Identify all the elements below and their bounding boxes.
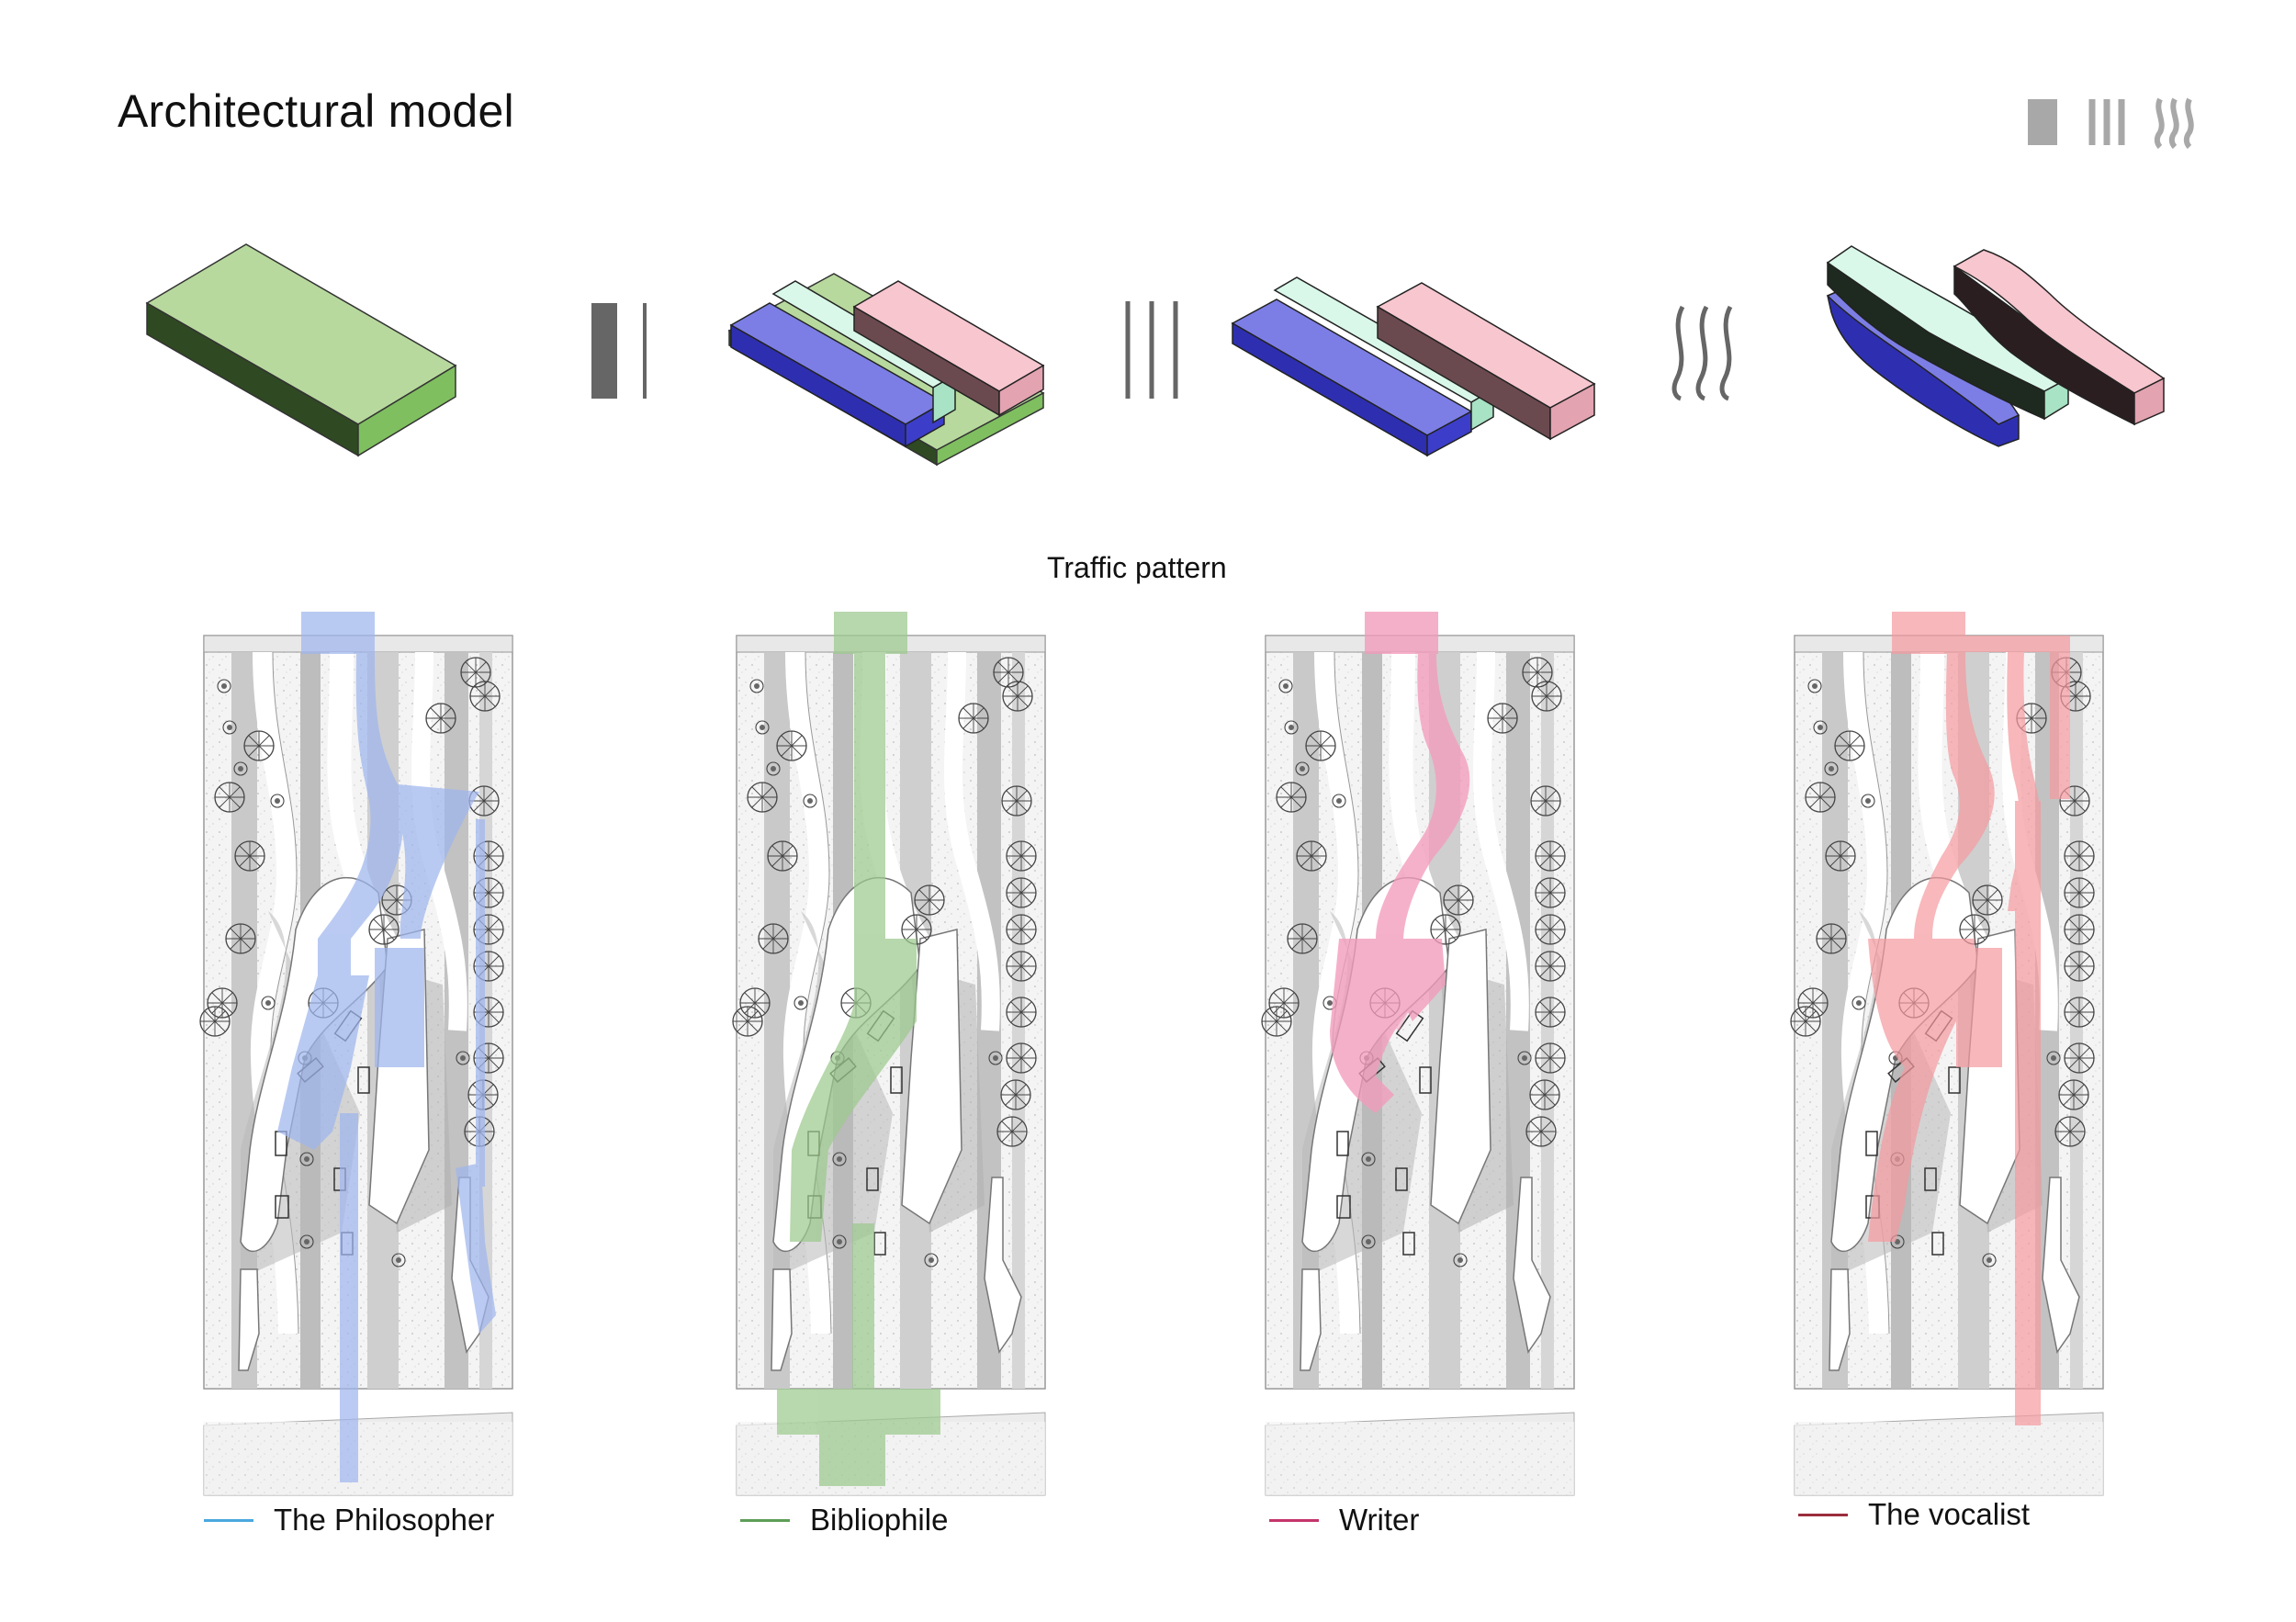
model-curved-bars	[1826, 245, 2166, 447]
route-vocalist	[1868, 612, 2070, 1425]
route-writer	[1330, 612, 1470, 1113]
section-label-traffic-pattern: Traffic pattern	[1047, 551, 1227, 584]
legend-swatch-writer	[1269, 1518, 1319, 1522]
site-plan-philosopher	[200, 612, 512, 1495]
model-separated-bars	[1231, 276, 1596, 457]
site-plan-writer	[1262, 612, 1574, 1495]
page-title: Architectural model	[118, 85, 514, 137]
model-split-masses	[727, 273, 1045, 467]
legend-vocalist: The vocalist	[1798, 1497, 2030, 1532]
site-plan-vocalist	[1791, 612, 2103, 1495]
three-lines-icon	[2088, 99, 2125, 145]
legend-label-writer: Writer	[1339, 1503, 1420, 1537]
legend-writer: Writer	[1269, 1503, 1419, 1538]
legend-swatch-philosopher	[204, 1518, 253, 1522]
legend-swatch-bibliophile	[740, 1518, 790, 1522]
three-lines-operator-icon	[1125, 301, 1178, 399]
legend-label-philosopher: The Philosopher	[274, 1503, 495, 1537]
model-single-mass	[145, 243, 457, 457]
site-plan-bibliophile	[733, 612, 1045, 1495]
legend-philosopher: The Philosopher	[204, 1503, 494, 1538]
legend-label-vocalist: The vocalist	[1868, 1497, 2031, 1531]
solid-bar-icon	[2028, 99, 2057, 145]
three-waves-icon	[2154, 97, 2194, 150]
legend-swatch-vocalist	[1798, 1513, 1848, 1516]
legend-label-bibliophile: Bibliophile	[810, 1503, 949, 1537]
three-waves-operator-icon	[1671, 305, 1733, 401]
single-bar-operator-icon	[591, 303, 647, 399]
legend-bibliophile: Bibliophile	[740, 1503, 948, 1538]
concept-icons	[2028, 97, 2194, 150]
route-bibliophile	[777, 612, 940, 1486]
route-philosopher	[277, 612, 496, 1482]
